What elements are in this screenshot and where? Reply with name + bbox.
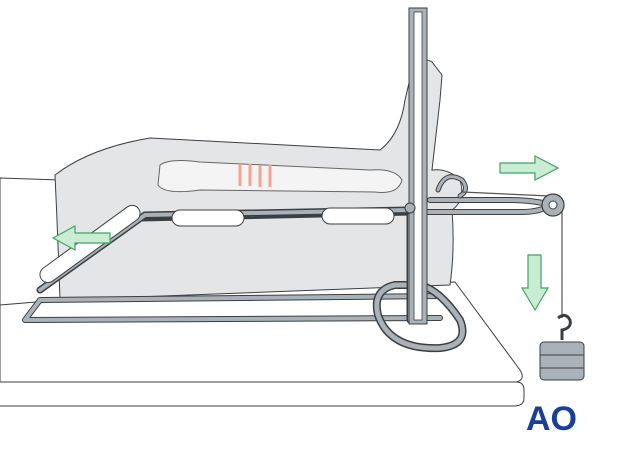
table-front	[0, 381, 525, 407]
pulley-icon	[541, 193, 565, 217]
arrow-down-icon	[520, 254, 550, 312]
femur-bone	[157, 160, 403, 193]
fracture-marks	[238, 164, 272, 187]
arrow-left-icon	[51, 224, 111, 252]
weight-icon	[539, 313, 585, 381]
ao-logo: AO	[526, 400, 577, 438]
rope	[461, 191, 563, 318]
arrow-right-icon	[499, 155, 560, 181]
clamp	[404, 202, 416, 214]
